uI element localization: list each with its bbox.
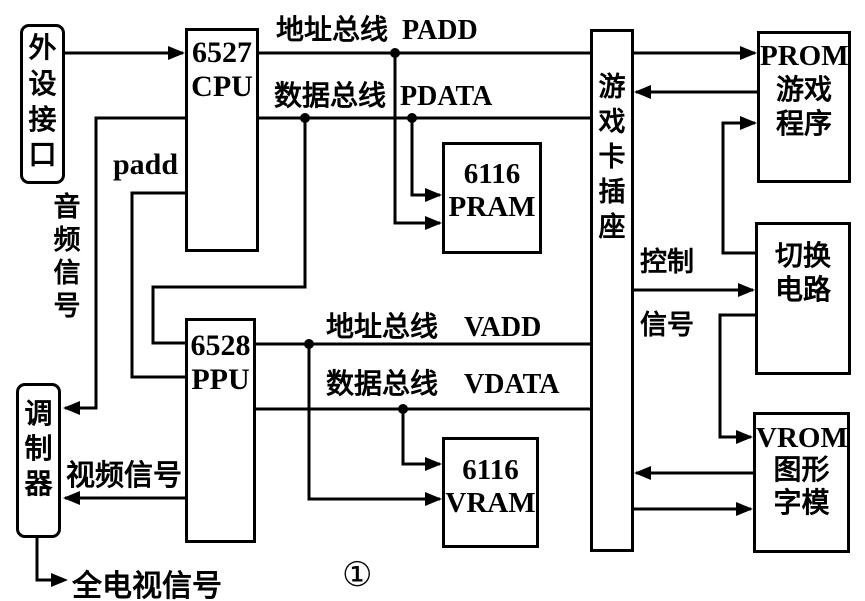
ppu-label-line2: PPU xyxy=(191,362,250,396)
arrowhead xyxy=(740,46,757,60)
switch-circuit-box: 切换 电路 xyxy=(755,222,851,375)
pdata-bus-label-latin: PDATA xyxy=(400,81,493,112)
wire-audio-signal xyxy=(63,116,185,415)
ppu-box: 6528 PPU xyxy=(185,318,256,543)
vrom-box: VROM 图形 字模 xyxy=(753,412,850,553)
wire-padd-cpu-ppu xyxy=(130,191,185,379)
vrom-label-line1: VROM xyxy=(756,422,848,454)
vdata-bus-label: 数据总线 VDATA xyxy=(326,362,559,402)
arrowhead xyxy=(425,188,442,202)
control-signal-label-line1: 控制 xyxy=(640,247,694,278)
prom-label-line1: PROM xyxy=(760,40,849,72)
wire-switch-to-prom xyxy=(721,116,757,255)
switch-label-line1: 切换 xyxy=(774,239,831,272)
vrom-label-line3: 字模 xyxy=(773,485,830,519)
figure-number: ① xyxy=(342,555,373,595)
wire-socket-to-vrom-address xyxy=(634,502,753,516)
vdata-bus-label-latin: VDATA xyxy=(464,369,560,400)
wire-video-signal xyxy=(63,491,185,505)
audio-signal-label: 音频信号 xyxy=(53,192,81,322)
vadd-bus-label-latin: VADD xyxy=(464,312,542,343)
vram-label-line2: VRAM xyxy=(445,487,536,520)
arrowhead xyxy=(634,85,651,99)
cpu-label-line1: 6527 xyxy=(192,36,252,69)
cpu-box: 6527 CPU xyxy=(185,28,259,252)
pram-label-line2: PRAM xyxy=(448,191,536,224)
peripheral-interface-box: 外设接口 xyxy=(20,24,65,184)
bus-vdata xyxy=(256,404,590,414)
arrowhead xyxy=(168,46,185,60)
arrowhead xyxy=(425,492,442,506)
arrowhead xyxy=(736,502,753,516)
prom-label-line3: 程序 xyxy=(775,106,832,140)
video-signal-label: 视频信号 xyxy=(66,458,183,492)
arrowhead xyxy=(63,491,80,505)
tv-output-label: 全电视信号 xyxy=(72,569,222,601)
cpu-label-line2: CPU xyxy=(191,69,253,103)
cartridge-socket-box: 游戏卡插座 xyxy=(590,29,634,552)
padd-bus-label-cjk: 地址总线 xyxy=(276,13,389,46)
prom-label-line2: 游戏 xyxy=(775,73,832,107)
vdata-bus-label-cjk: 数据总线 xyxy=(326,367,439,400)
arrowhead xyxy=(740,116,757,130)
wire-pdata-to-ppu xyxy=(151,118,307,345)
modulator-box: 调制器 xyxy=(16,383,61,538)
wire-switch-to-vrom xyxy=(718,313,755,444)
prom-box: PROM 游戏 程序 xyxy=(757,31,851,183)
pdata-bus-label: 数据总线 PDATA xyxy=(274,74,492,114)
pram-box: 6116 PRAM xyxy=(442,142,542,254)
vram-box: 6116 VRAM xyxy=(442,437,539,548)
pdata-bus-label-cjk: 数据总线 xyxy=(274,79,387,112)
arrowhead xyxy=(51,573,68,587)
vadd-bus-label-cjk: 地址总线 xyxy=(326,310,439,343)
wire-socket-to-prom-address xyxy=(634,46,757,60)
vram-label-line1: 6116 xyxy=(462,454,519,486)
wire-tv-output xyxy=(35,536,68,587)
control-signal-label-line2: 信号 xyxy=(640,310,694,341)
bus-pdata xyxy=(259,113,590,123)
arrowhead xyxy=(738,283,755,297)
arrowhead xyxy=(63,401,80,415)
wire-vrom-to-socket-data xyxy=(634,466,753,480)
switch-label-line2: 电路 xyxy=(774,273,831,307)
wire-prom-to-socket-data xyxy=(634,85,757,99)
vadd-bus-label: 地址总线 VADD xyxy=(326,305,541,345)
wire-padd-to-pram xyxy=(393,53,442,230)
arrowhead xyxy=(425,457,442,471)
wire-control-signal xyxy=(634,283,755,297)
padd-wire-label: padd xyxy=(113,148,179,181)
wire-vdata-to-vram xyxy=(401,409,442,471)
wire-peripheral-to-cpu xyxy=(65,46,185,60)
pram-label-line1: 6116 xyxy=(463,158,521,190)
padd-bus-label: 地址总线 PADD xyxy=(276,8,478,48)
padd-bus-label-latin: PADD xyxy=(402,15,478,46)
arrowhead xyxy=(634,466,651,480)
bus-padd xyxy=(259,48,590,58)
arrowhead xyxy=(425,216,442,230)
vrom-label-line2: 图形 xyxy=(773,453,830,487)
wire-pdata-to-pram xyxy=(410,118,442,202)
wire-vadd-to-vram xyxy=(307,344,442,506)
ppu-label-line1: 6528 xyxy=(190,329,251,362)
arrowhead xyxy=(736,430,753,444)
